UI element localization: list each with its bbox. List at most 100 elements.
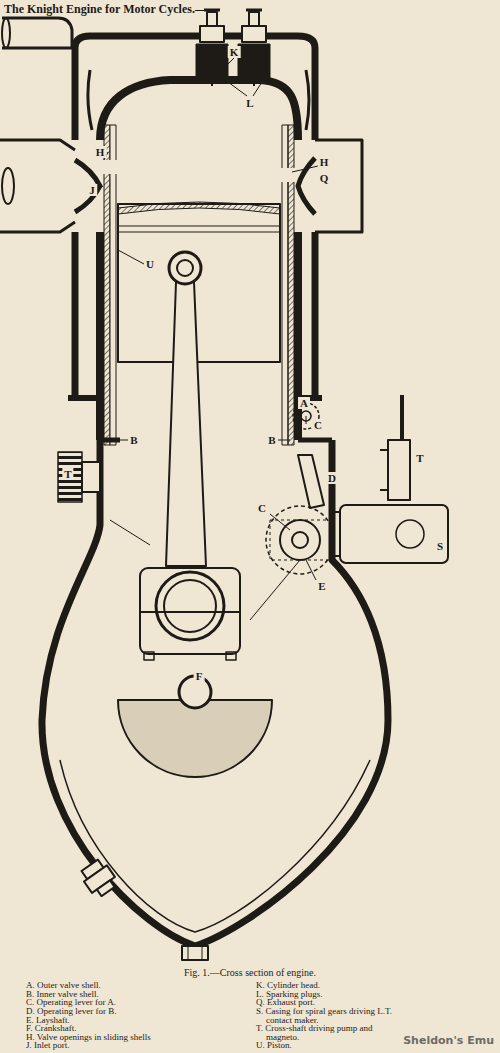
callout-letter: Q: [318, 172, 331, 184]
key-entry: C. Operating lever for A.: [26, 998, 241, 1007]
connecting-rod-stroke: [144, 652, 154, 660]
connecting-rod-stroke: [169, 252, 201, 284]
leader-line-stroke: [270, 514, 290, 530]
pump-gear-stroke: [82, 462, 100, 492]
key-entry: D. Operating lever for B.: [26, 1007, 241, 1016]
spark-plug-stroke: [204, 9, 262, 12]
exhaust-manifold-stroke: [315, 140, 362, 232]
connecting-rod-stroke: [166, 282, 206, 566]
inlet-manifold-stroke: [75, 160, 100, 212]
leader-line-stroke: [306, 560, 316, 580]
callout-letter: A: [298, 397, 310, 409]
callout-letter: S: [435, 540, 445, 552]
callout-letter: H: [94, 146, 107, 158]
valve-gear-stroke: [266, 506, 334, 574]
cross-shaft-casing-stroke: [400, 395, 404, 440]
callout-letter: D: [326, 472, 338, 484]
callout-letter: H: [318, 156, 331, 168]
key-entry: T. Cross-shaft driving pump and magneto.: [256, 1024, 404, 1041]
inlet-manifold-stroke: [0, 140, 75, 232]
key-entry: F. Crankshaft.: [26, 1024, 241, 1033]
exhaust-pipe: [2, 18, 72, 48]
cross-shaft-casing: [332, 395, 448, 563]
callout-letter: U: [144, 258, 156, 270]
cross-shaft-casing-stroke: [396, 520, 424, 548]
watermark: Sheldon's Emu: [403, 1034, 494, 1047]
leader-line-stroke: [306, 416, 307, 424]
cross-shaft-casing-stroke: [388, 440, 410, 500]
valve-gear-stroke: [292, 532, 308, 548]
crankshaft: [118, 676, 272, 777]
leader-line-stroke: [228, 82, 262, 96]
drain-plug-stroke: [78, 857, 119, 899]
callout-letter: B: [128, 434, 139, 446]
exhaust-manifold: [298, 140, 362, 232]
callout-letter: C: [312, 419, 324, 431]
callout-letter: J: [87, 184, 97, 196]
cross-shaft-casing-stroke: [332, 512, 340, 556]
exhaust-pipe-stroke: [2, 18, 72, 48]
drain-plug: [78, 857, 208, 960]
callout-letter: C: [256, 502, 268, 514]
key-entry: A. Outer valve shell.: [26, 981, 241, 990]
spark-plug-stroke: [196, 44, 228, 78]
piston-stroke: [118, 226, 280, 232]
callout-letter: L: [244, 97, 255, 109]
callout-letter: K: [228, 46, 241, 58]
key-entry: U. Piston.: [256, 1041, 404, 1050]
spark-plug: [196, 10, 270, 86]
piston-stroke: [118, 202, 280, 214]
leader-line-stroke: [98, 186, 103, 190]
cylinder-head-stroke: [75, 36, 315, 140]
spark-plug-stroke: [212, 78, 254, 86]
valve-gear-stroke: [270, 520, 330, 560]
figure-title: The Knight Engine for Motor Cycles.—: [4, 2, 207, 17]
cylinder-head-stroke: [100, 80, 298, 140]
exhaust-manifold-stroke: [298, 158, 315, 214]
cross-shaft-casing-stroke: [380, 450, 388, 490]
leader-line: [98, 58, 318, 580]
key-entry: E. Layshaft.: [26, 1016, 241, 1025]
connecting-rod-stroke: [156, 572, 224, 640]
callout-letter: T: [62, 468, 73, 480]
callout-letter: F: [194, 670, 205, 682]
key-entry: S. Casing for spiral gears driving L.T. …: [256, 1007, 404, 1024]
crankcase-stroke: [42, 440, 388, 946]
cross-shaft-casing-stroke: [340, 505, 448, 563]
key-entry: H. Valve openings in sliding shells: [26, 1033, 241, 1042]
connecting-rod-stroke: [140, 568, 240, 654]
pump-gear: [58, 452, 100, 502]
key-entry: B. Inner valve shell.: [26, 990, 241, 999]
cylinder-head-stroke: [88, 70, 309, 130]
valve-sleeve-stroke: [281, 168, 295, 182]
leader-line-stroke: [292, 166, 318, 172]
key-entry: L. Sparking plugs.: [256, 990, 404, 999]
figure-caption: Fig. 1.—Cross section of engine.: [0, 967, 500, 978]
key-entry: J. Inlet port.: [26, 1041, 241, 1050]
crankcase: [42, 440, 388, 946]
spark-plug-stroke: [249, 12, 259, 26]
key-column: A. Outer valve shell.B. Inner valve shel…: [26, 981, 241, 1050]
connecting-rod-stroke: [226, 652, 236, 660]
spark-plug-stroke: [242, 26, 266, 42]
callout-letter: T: [414, 452, 425, 464]
valve-gear-stroke: [298, 455, 324, 508]
spark-plug-stroke: [238, 44, 270, 78]
valve-gear-stroke: [280, 520, 320, 560]
leader-line-stroke: [112, 440, 128, 441]
callout-letter: B: [266, 434, 277, 446]
leader-line-stroke: [118, 250, 144, 264]
leader-line-stroke: [226, 58, 234, 66]
engine-illustration-stroke: [0, 10, 448, 960]
connecting-rod-stroke: [164, 580, 216, 632]
drain-plug-stroke-stroke: [97, 880, 115, 896]
key-entry: K. Cylinder head.: [256, 981, 404, 990]
leader-line-stroke: [278, 440, 290, 441]
callout-letter: E: [316, 580, 327, 592]
inlet-manifold: [0, 140, 100, 232]
crankshaft-stroke: [118, 700, 272, 777]
spark-plug-stroke: [207, 12, 217, 26]
pump-gear-stroke: [58, 452, 82, 502]
drain-plug-stroke: [182, 946, 208, 960]
